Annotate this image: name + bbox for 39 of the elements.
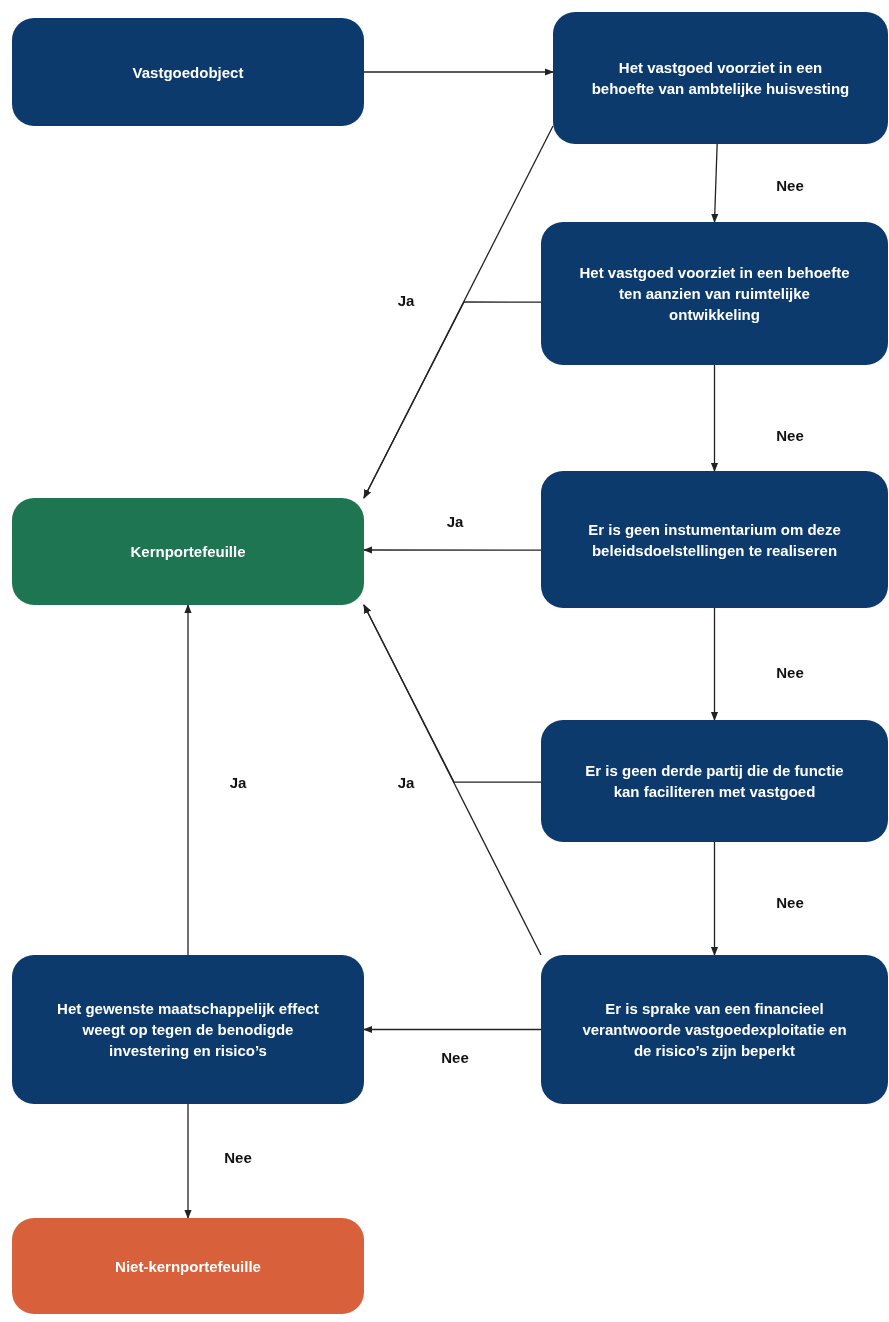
process-box bbox=[12, 1218, 364, 1314]
edge-label: Nee bbox=[776, 176, 804, 194]
edge-label: Ja bbox=[397, 773, 415, 791]
arrow bbox=[710, 607, 719, 721]
edge-label: Ja bbox=[446, 512, 464, 530]
arrow bbox=[363, 1025, 542, 1034]
box-text: Vastgoedobject bbox=[132, 62, 244, 83]
box-text: Er is geen instumentarium om deze beleidsdoelstellingen te realiseren bbox=[587, 519, 842, 561]
edge-label: Nee bbox=[776, 426, 804, 444]
process-box bbox=[553, 12, 888, 144]
arrow bbox=[184, 604, 192, 956]
box-text: Er is geen derde partij die de functie kan faciliteren met vastgoed bbox=[584, 761, 845, 802]
edge-label: Nee bbox=[776, 893, 804, 911]
box-text: Het gewenste maatschappelijk effect weegt op tegen de benodigde investering en risico’s bbox=[56, 999, 320, 1061]
box-text: Het vastgoed voorziet in een behoefte ten aanzien van ruimtelijke ontwikkeling bbox=[578, 263, 851, 325]
box-text: Kernportefeuille bbox=[130, 542, 246, 562]
process-box bbox=[12, 498, 364, 605]
edge-label: Nee bbox=[224, 1148, 252, 1166]
arrow bbox=[363, 546, 542, 554]
process-box bbox=[541, 955, 888, 1104]
process-box bbox=[541, 471, 888, 608]
box-text: Het vastgoed voorziet in een behoefte van ambtelijke huisvesting bbox=[590, 58, 851, 99]
edge-label: Nee bbox=[776, 663, 804, 681]
process-box bbox=[12, 955, 364, 1104]
edge-label: Ja bbox=[229, 773, 247, 791]
arrow bbox=[363, 301, 542, 499]
arrow bbox=[710, 364, 719, 472]
arrow bbox=[363, 68, 554, 76]
box-text: Niet-kernportefeuille bbox=[115, 1256, 261, 1277]
arrow bbox=[711, 143, 719, 223]
arrow bbox=[710, 841, 719, 956]
arrow bbox=[184, 1103, 192, 1219]
edge-label: Nee bbox=[441, 1048, 469, 1066]
process-box bbox=[12, 18, 364, 126]
box-text: Er is sprake van een financieel verantwoorde vastgoedexploitatie en de risico’s zijn beperkt bbox=[581, 999, 848, 1061]
process-box bbox=[541, 222, 888, 365]
process-box bbox=[541, 720, 888, 842]
edge-label: Ja bbox=[397, 291, 415, 309]
arrow bbox=[363, 604, 542, 783]
